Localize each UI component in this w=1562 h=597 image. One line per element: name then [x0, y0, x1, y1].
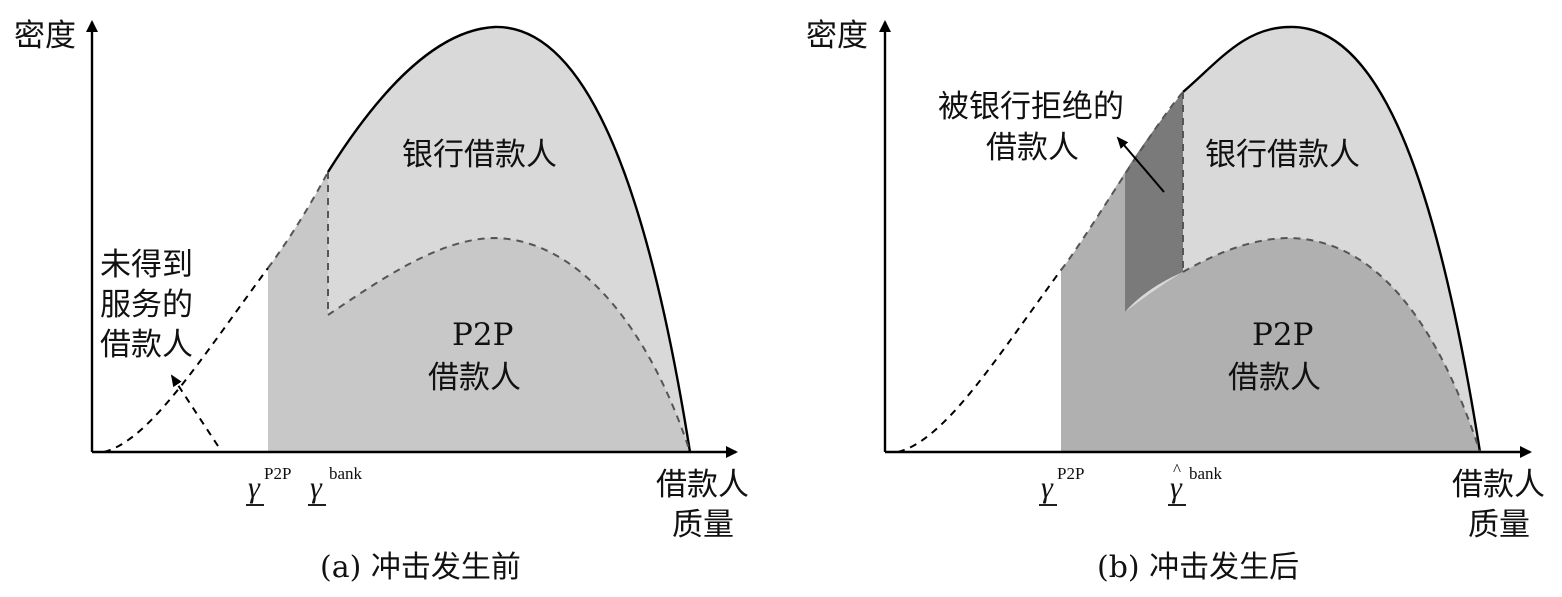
panel-a-p2p-region	[268, 172, 690, 452]
panel-b-rejected-region	[1125, 92, 1183, 312]
panel-b-p2p-threshold-symbol: γ	[1041, 471, 1054, 504]
panel-a-unserved-label-1: 未得到	[100, 247, 193, 283]
panel-a-unserved-label-3: 借款人	[100, 327, 193, 363]
panel-b-unserved-curve	[897, 269, 1062, 453]
panel-b-rejected-arrow	[1116, 136, 1165, 193]
panel-a-y-axis-label: 密度	[14, 18, 76, 54]
panel-a-x-axis-label-2: 质量	[672, 507, 734, 543]
panel-b-caption: (b) 冲击发生后	[1097, 550, 1299, 585]
panel-b-rejected-label-1: 被银行拒绝的	[938, 89, 1124, 125]
panel-b-p2p-curve	[1182, 236, 1481, 453]
panel-b-x-axis-label-1: 借款人	[1452, 467, 1545, 503]
panel-b-bank-threshold-sup: bank	[1189, 464, 1223, 483]
panel-b-p2p-threshold-sup: P2P	[1057, 464, 1084, 483]
panel-b: 密度 借款人 质量 银行借款人 P2P 借款人 被银行拒绝的 借款人 γ P2P…	[806, 18, 1545, 585]
panel-a-unserved-curve	[103, 267, 269, 453]
panel-b-p2p-label-2: 借款人	[1228, 360, 1321, 396]
panel-a-density-curve	[326, 25, 692, 453]
panel-b-p2p-label-1: P2P	[1252, 317, 1313, 353]
panel-a-p2p-label-2: 借款人	[428, 360, 521, 396]
panel-b-bank-threshold-symbol: γ	[1170, 471, 1183, 504]
panel-b-dashed-outer	[1060, 91, 1184, 271]
panel-b-p2p-region	[1061, 172, 1480, 452]
panel-b-bank-label: 银行借款人	[1205, 137, 1360, 173]
panel-b-bank-threshold-hat: ^	[1173, 460, 1181, 479]
panel-b-density-curve	[1182, 25, 1482, 453]
panel-a-unserved-arrow	[170, 374, 219, 447]
panel-a-p2p-label-1: P2P	[452, 317, 513, 353]
panel-a-bank-label: 银行借款人	[402, 137, 557, 173]
panel-a-unserved-label-2: 服务的	[100, 287, 193, 323]
panel-a-caption: (a) 冲击发生前	[320, 550, 521, 585]
panel-a-p2p-threshold-sup: P2P	[264, 464, 291, 483]
panel-b-x-axis-label-2: 质量	[1468, 507, 1530, 543]
panel-b-y-axis-label: 密度	[806, 18, 868, 54]
panel-a-bank-threshold-sup: bank	[329, 464, 363, 483]
panel-a-x-axis-label-1: 借款人	[656, 467, 749, 503]
panel-a-bank-threshold-symbol: γ	[310, 471, 323, 504]
panel-b-rejected-label-2: 借款人	[986, 130, 1079, 166]
panel-a-p2p-threshold-symbol: γ	[248, 471, 261, 504]
panel-a-p2p-curve	[327, 236, 691, 453]
panel-a: 密度 借款人 质量 银行借款人 P2P 借款人 未得到 服务的 借款人 γ P2…	[14, 18, 749, 585]
